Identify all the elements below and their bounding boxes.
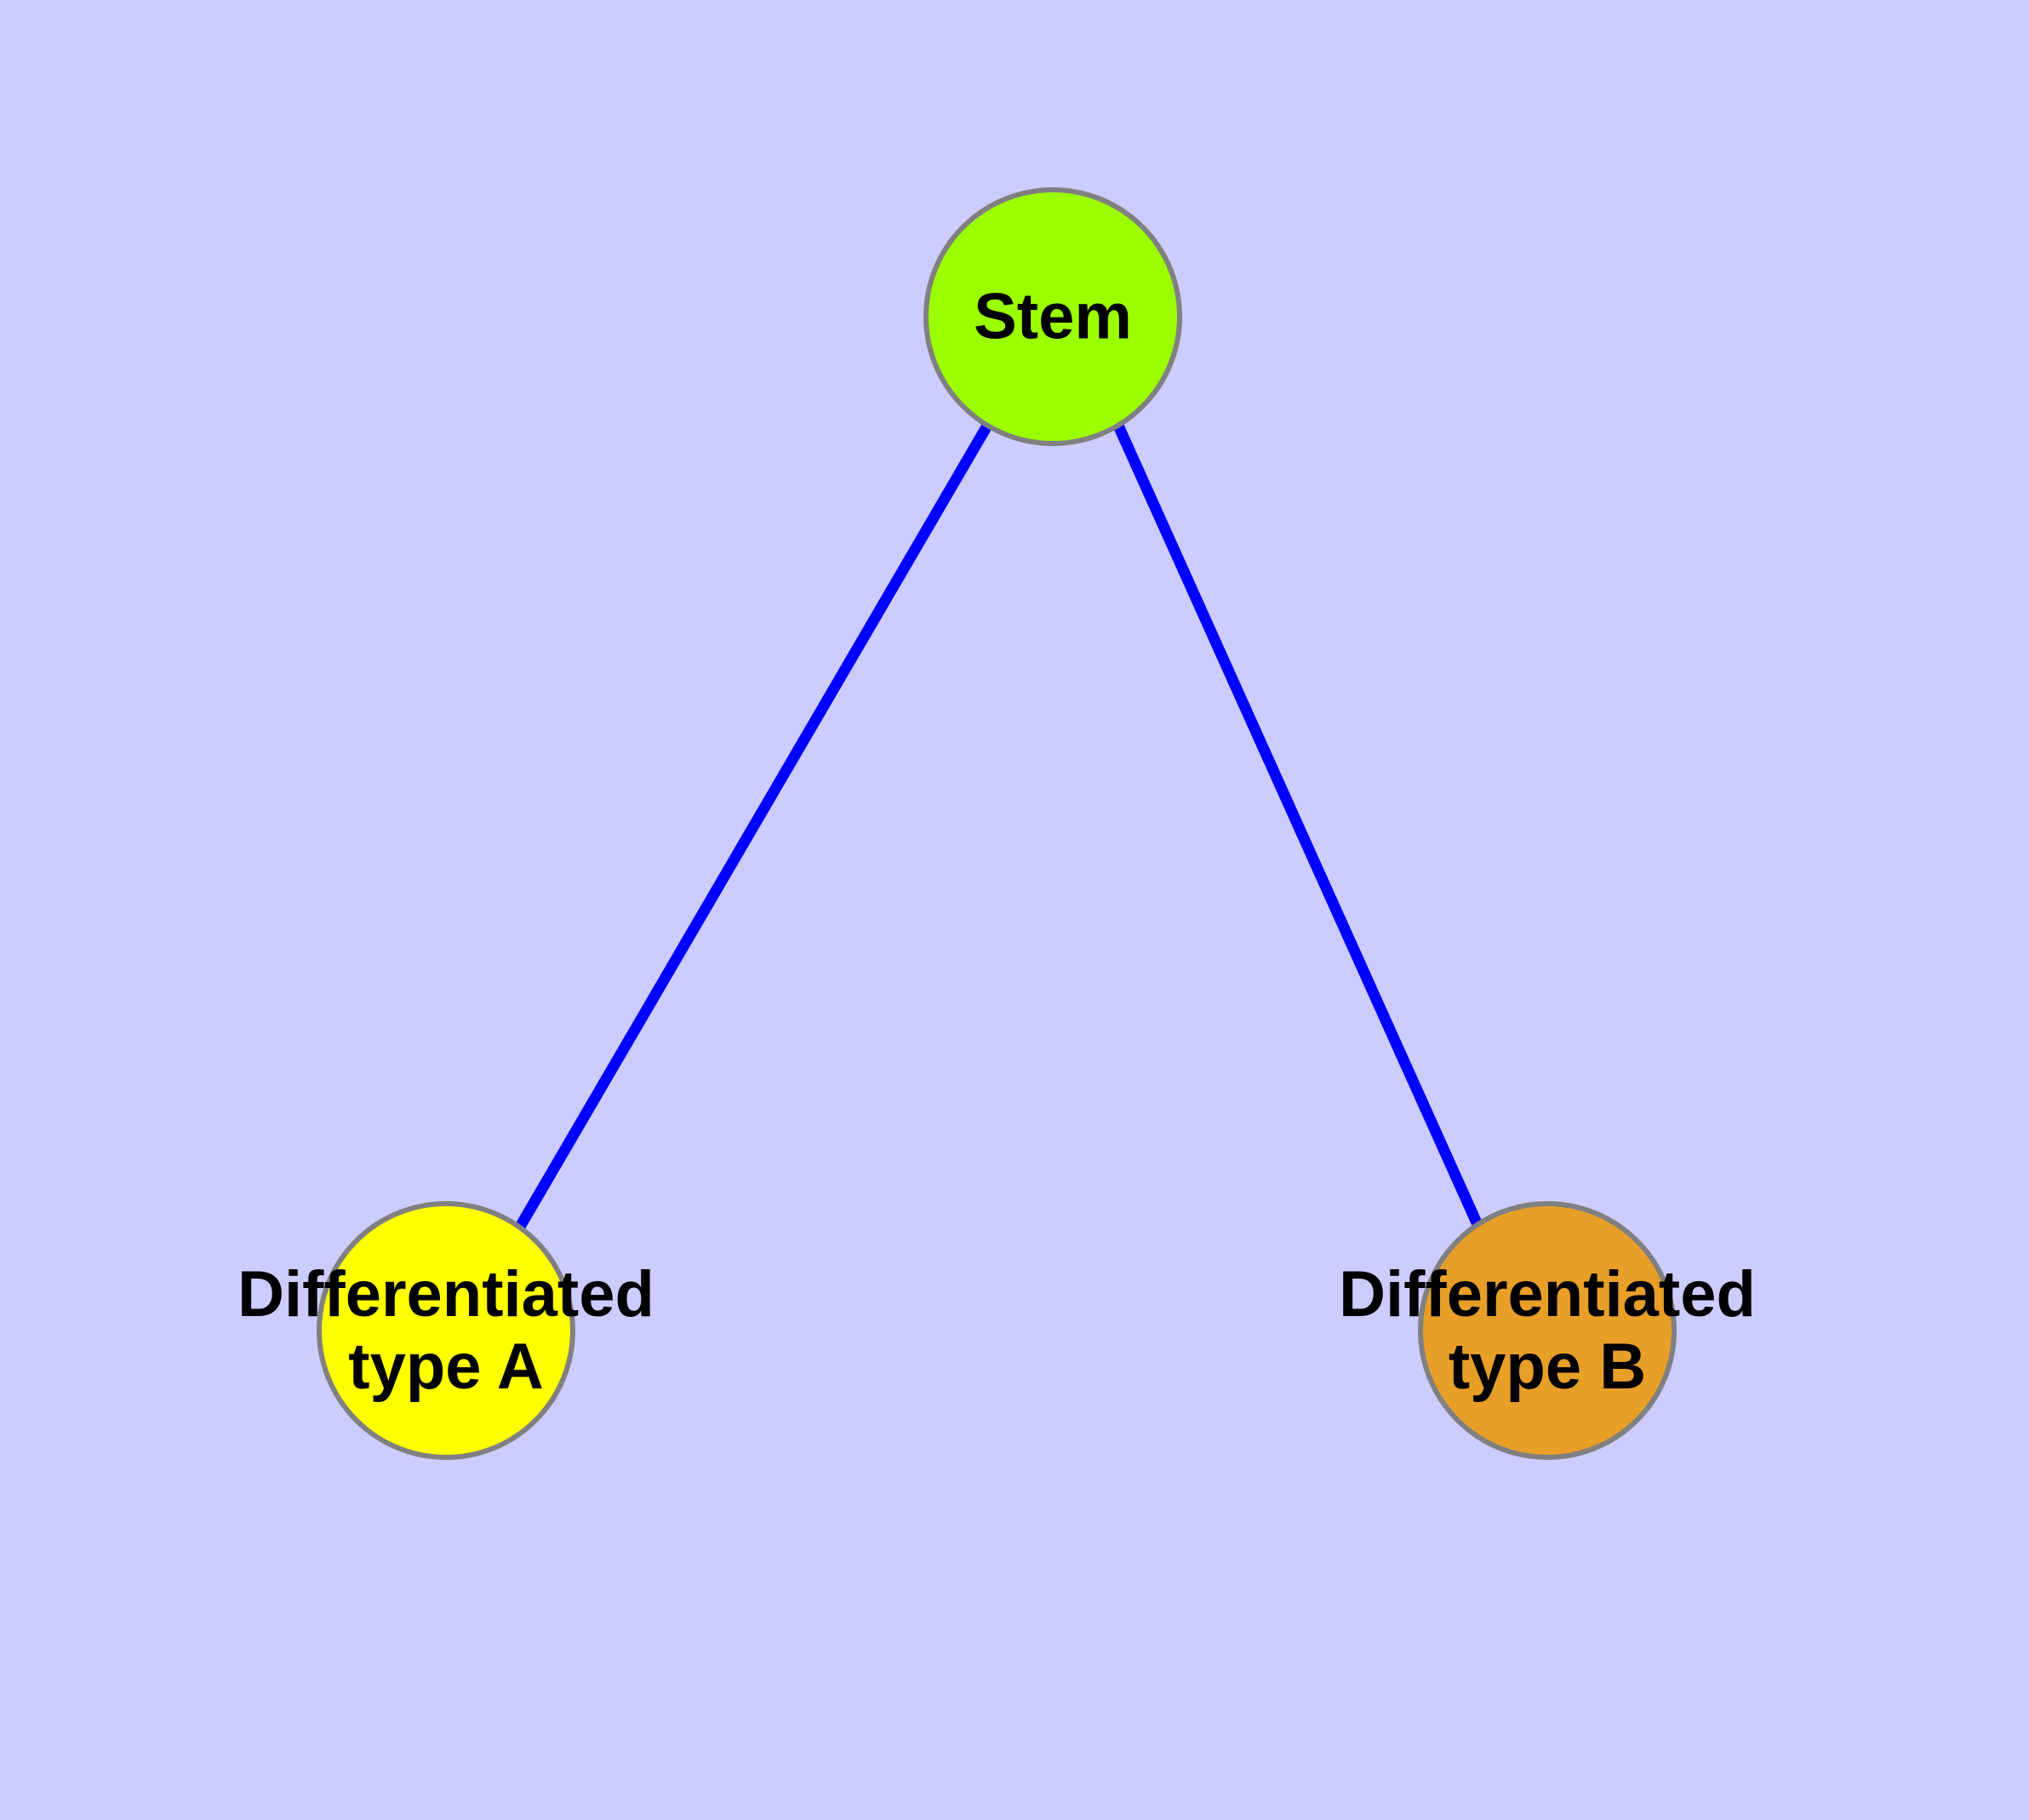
edge-stem-to-diff-b[interactable] — [1113, 423, 1484, 1231]
edge-stem-to-diff-a[interactable] — [515, 422, 992, 1230]
nodes-group — [317, 187, 1677, 1460]
edges-group — [515, 422, 1484, 1231]
node-differentiated-type-a[interactable] — [317, 1201, 575, 1460]
node-differentiated-type-b[interactable] — [1418, 1201, 1677, 1460]
node-stem[interactable] — [923, 187, 1182, 446]
